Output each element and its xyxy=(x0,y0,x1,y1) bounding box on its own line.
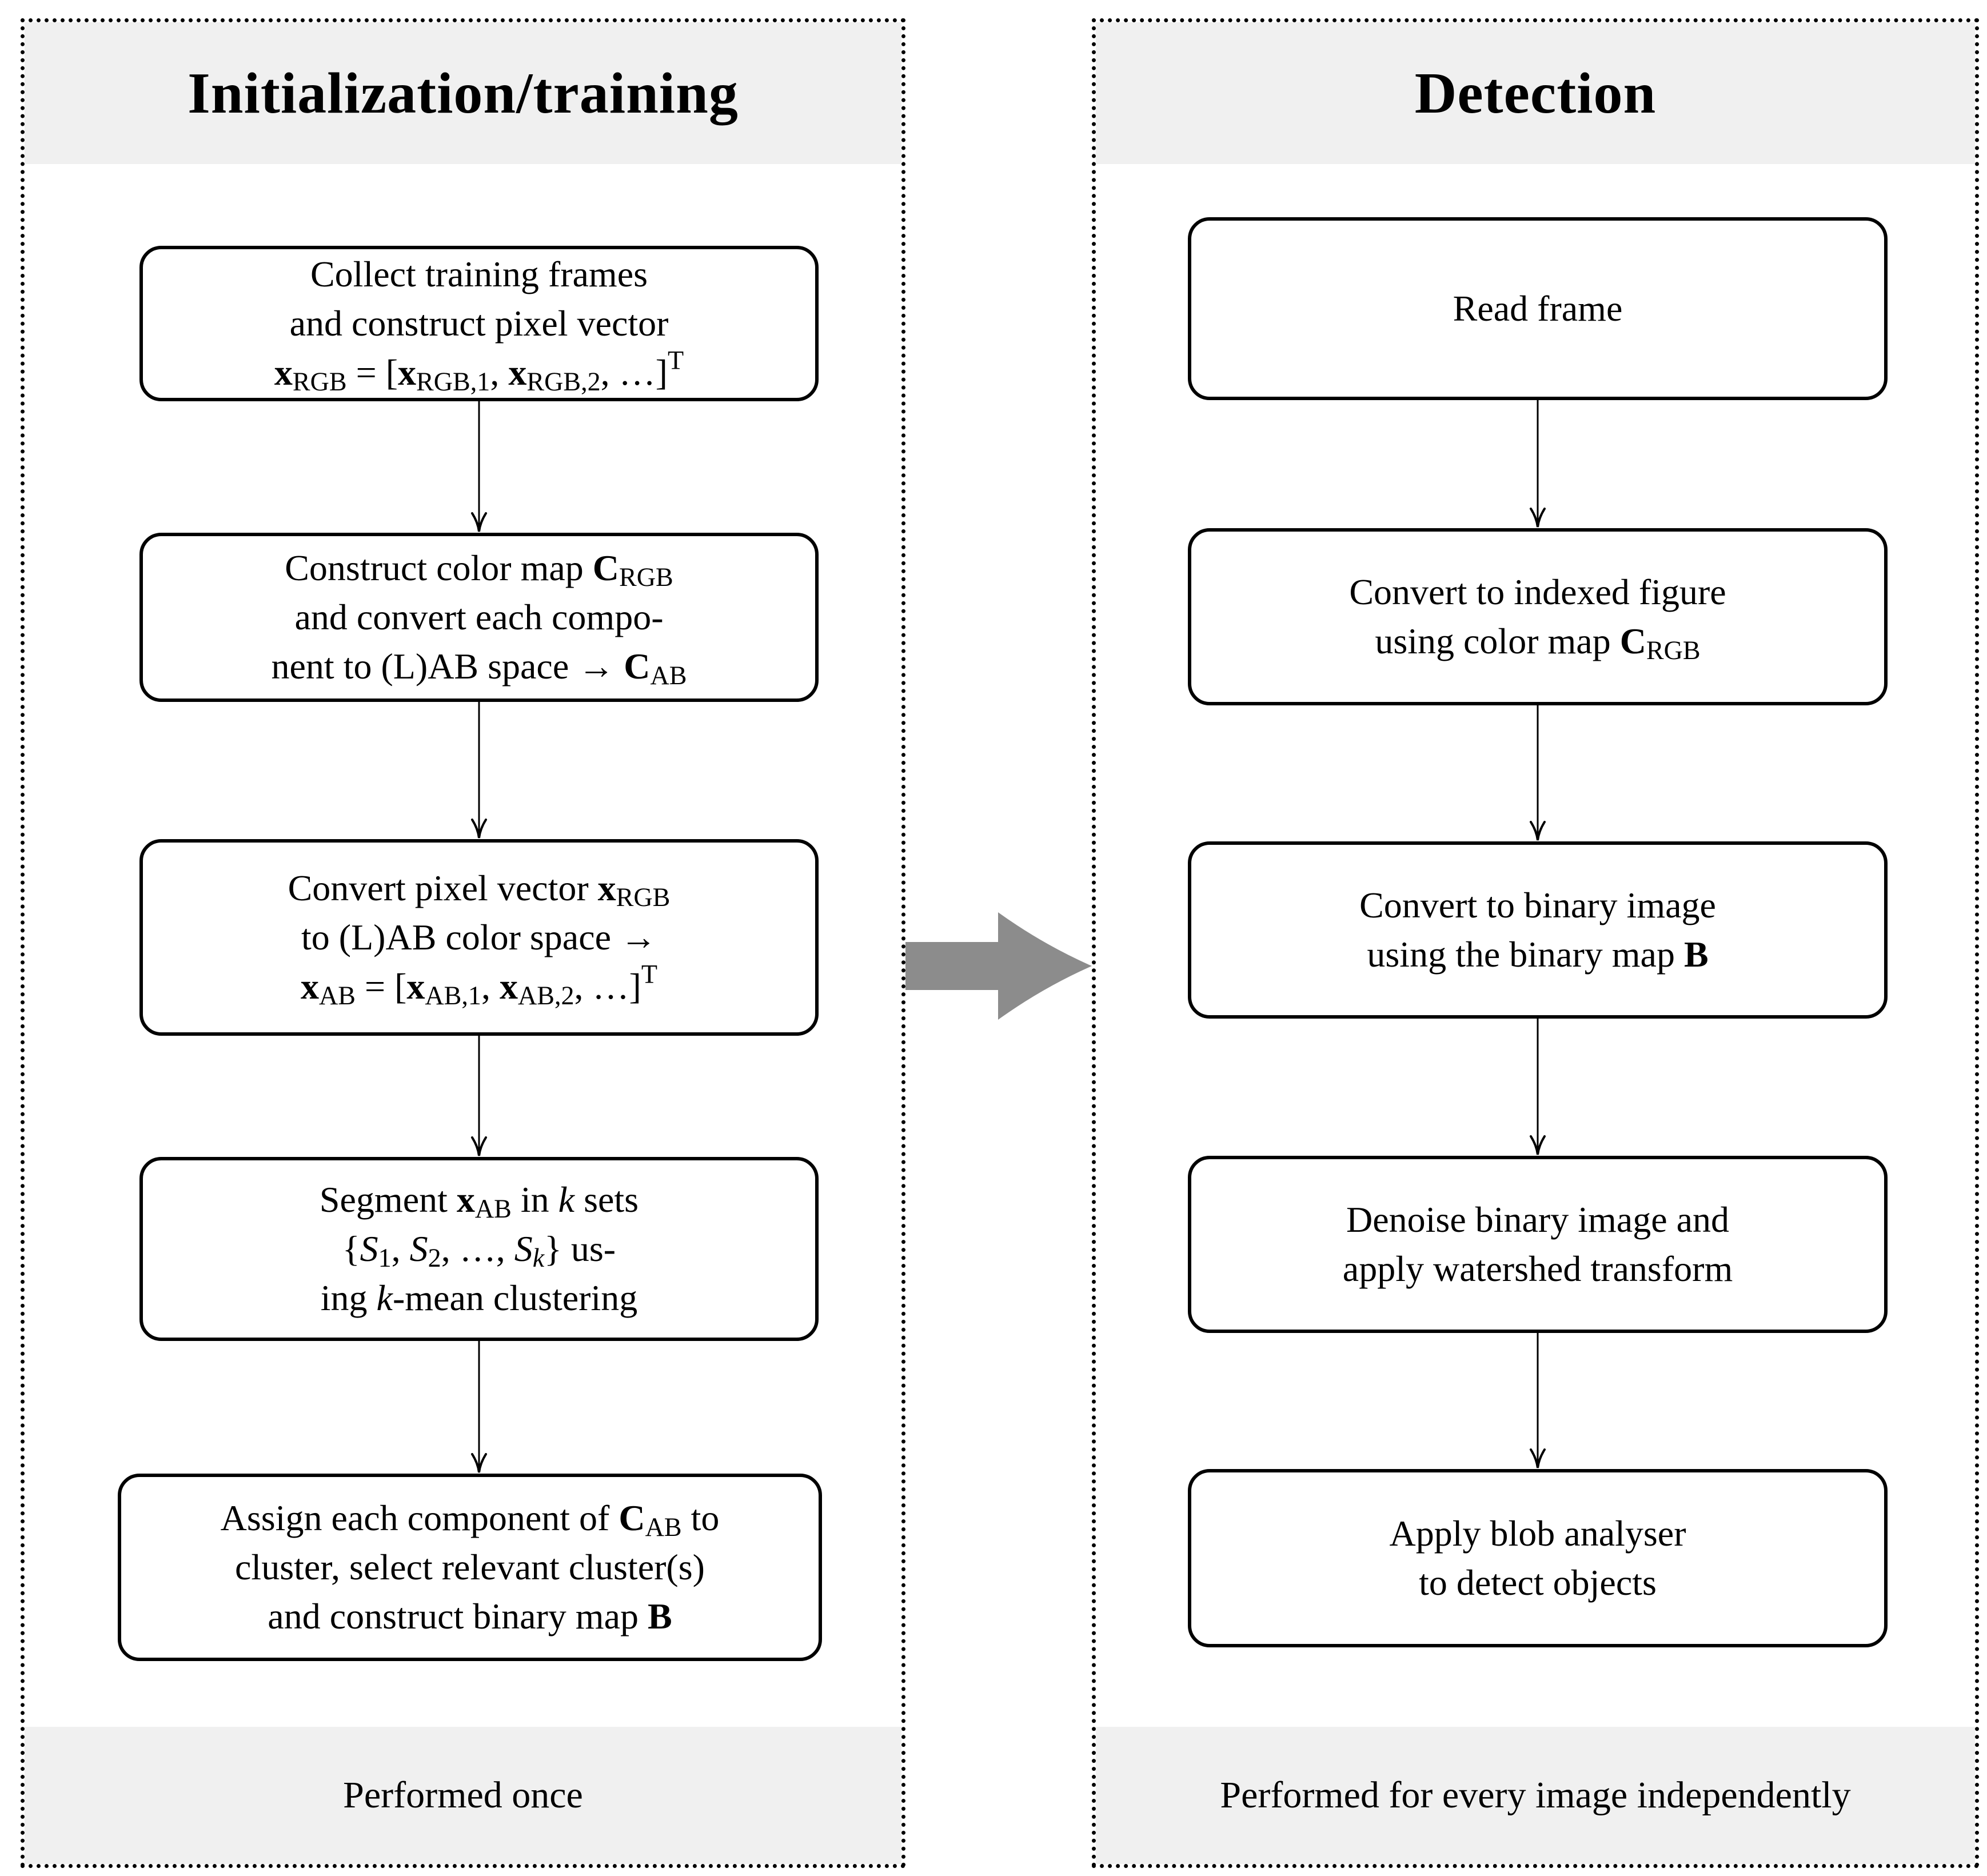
right-flow-arrow-4 xyxy=(1529,1333,1547,1469)
arrowhead-down-icon xyxy=(471,1453,487,1473)
right-box-read-frame-text: Read frame xyxy=(1453,288,1623,329)
left-footer-band: Performed once xyxy=(25,1727,901,1864)
left-box-segment-kmeans: Segment xAB in k sets{S1, S2, …, Sk} us-… xyxy=(139,1157,819,1341)
right-panel-title: Detection xyxy=(1414,61,1657,126)
right-header-band: Detection xyxy=(1096,22,1975,164)
arrow-shaft xyxy=(478,1036,480,1155)
arrowhead-down-icon xyxy=(471,819,487,839)
arrow-shaft xyxy=(478,702,480,837)
arrowhead-down-icon xyxy=(1530,1135,1546,1155)
arrow-shaft xyxy=(478,1341,480,1471)
right-flow-arrow-2 xyxy=(1529,705,1547,841)
right-footer-band: Performed for every image independently xyxy=(1096,1727,1975,1864)
left-flow-arrow-1 xyxy=(470,401,488,533)
left-flow-arrow-2 xyxy=(470,702,488,839)
arrowhead-down-icon xyxy=(1530,821,1546,841)
right-footer-text: Performed for every image independently xyxy=(1220,1774,1851,1816)
arrow-shaft xyxy=(1537,705,1539,839)
left-box-segment-kmeans-text: Segment xAB in k sets{S1, S2, …, Sk} us-… xyxy=(319,1179,639,1318)
arrowhead-down-icon xyxy=(1530,508,1546,528)
arrowhead-down-icon xyxy=(471,512,487,532)
arrow-shaft xyxy=(1537,400,1539,526)
arrow-shaft xyxy=(1537,1333,1539,1467)
arrow-shaft xyxy=(478,401,480,530)
left-panel-title: Initialization/training xyxy=(187,61,739,126)
left-header-band: Initialization/training xyxy=(25,22,901,164)
arrowhead-down-icon xyxy=(471,1136,487,1156)
left-footer-text: Performed once xyxy=(343,1774,583,1816)
right-flow-arrow-3 xyxy=(1529,1019,1547,1156)
right-box-read-frame: Read frame xyxy=(1188,217,1888,400)
arrowhead-down-icon xyxy=(1530,1448,1546,1468)
left-flow-arrow-3 xyxy=(470,1036,488,1157)
training-to-detection-arrow-icon xyxy=(905,912,1092,1020)
right-flow-arrow-1 xyxy=(1529,400,1547,528)
arrow-shaft xyxy=(1537,1019,1539,1153)
left-flow-arrow-4 xyxy=(470,1341,488,1474)
